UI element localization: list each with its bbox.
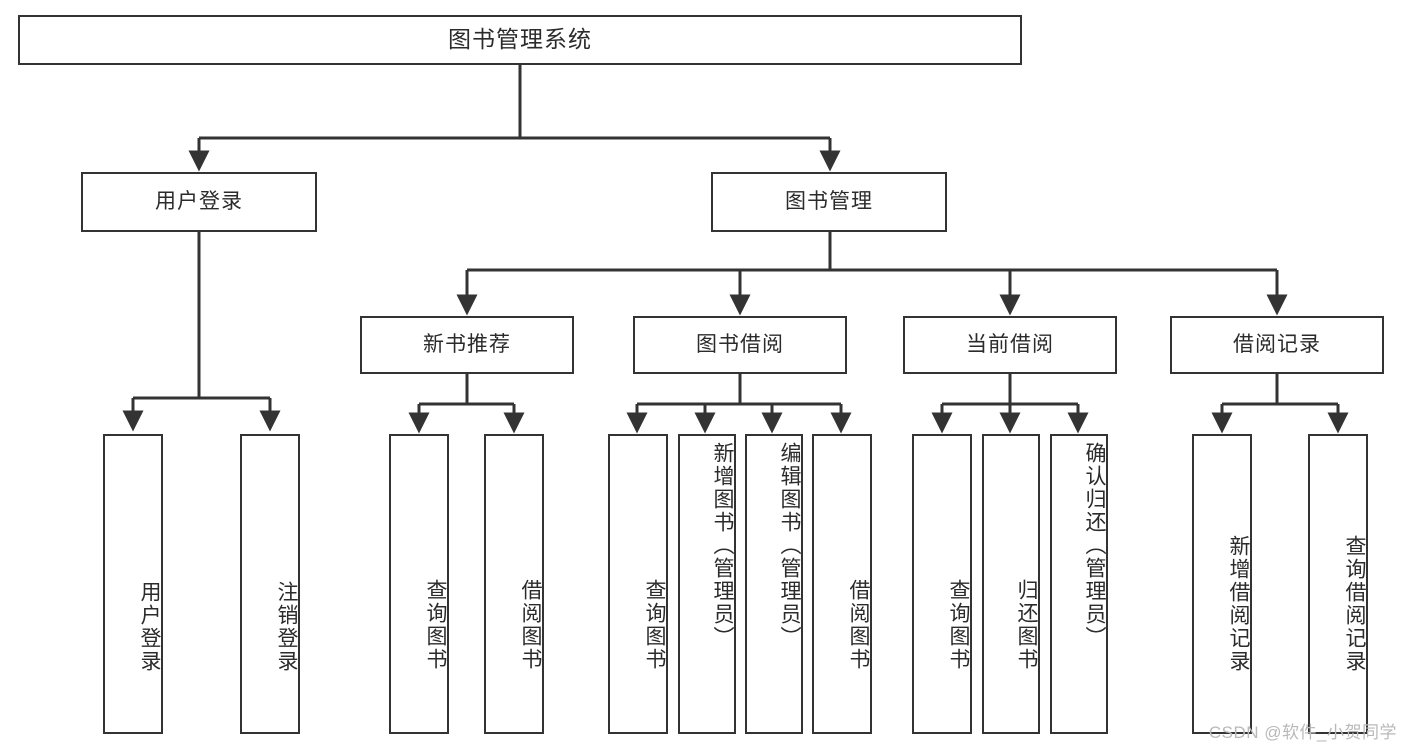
node-user-login[interactable]: 用户登录 [81, 172, 317, 232]
node-current-borrow[interactable]: 当前借阅 [903, 316, 1117, 374]
node-label: 新增借阅记录 [1227, 535, 1250, 673]
leaf-borrow-book-recommend[interactable]: 借阅图书 [484, 434, 544, 734]
node-book-management[interactable]: 图书管理 [711, 172, 947, 232]
leaf-query-book-recommend[interactable]: 查询图书 [389, 434, 449, 734]
leaf-query-book-current[interactable]: 查询图书 [912, 434, 972, 734]
leaf-borrow-book-borrow[interactable]: 借阅图书 [812, 434, 872, 734]
leaf-return-book[interactable]: 归还图书 [982, 434, 1040, 734]
watermark-text: CSDN @软件_小贺同学 [1208, 723, 1397, 742]
node-label: 借阅记录 [1233, 333, 1321, 357]
node-label: 新增图书（管理员） [711, 442, 734, 649]
node-borrow-record[interactable]: 借阅记录 [1170, 316, 1384, 374]
node-label: 注销登录 [275, 580, 298, 673]
node-label: 查询图书 [424, 579, 447, 671]
leaf-user-login[interactable]: 用户登录 [103, 434, 163, 734]
leaf-logout-login[interactable]: 注销登录 [240, 434, 300, 734]
node-label: 借阅图书 [519, 579, 542, 671]
node-label: 查询图书 [643, 579, 666, 671]
node-label: 当前借阅 [966, 333, 1054, 357]
node-label: 图书管理 [785, 190, 873, 214]
leaf-add-book-admin[interactable]: 新增图书（管理员） [678, 434, 736, 734]
leaf-query-borrow-record[interactable]: 查询借阅记录 [1308, 434, 1368, 734]
node-label: 新书推荐 [423, 333, 511, 357]
leaf-edit-book-admin[interactable]: 编辑图书（管理员） [745, 434, 803, 734]
node-book-borrow[interactable]: 图书借阅 [633, 316, 847, 374]
node-new-book-recommend[interactable]: 新书推荐 [360, 316, 574, 374]
node-label: 用户登录 [155, 190, 243, 214]
node-label: 查询借阅记录 [1343, 535, 1366, 673]
node-label: 用户登录 [138, 580, 161, 673]
node-label: 图书管理系统 [448, 26, 592, 53]
node-label: 编辑图书（管理员） [778, 442, 801, 649]
leaf-confirm-return-admin[interactable]: 确认归还（管理员） [1050, 434, 1108, 734]
node-label: 确认归还（管理员） [1083, 442, 1106, 649]
node-label: 归还图书 [1015, 579, 1038, 671]
leaf-add-borrow-record[interactable]: 新增借阅记录 [1192, 434, 1252, 734]
node-label: 图书借阅 [696, 333, 784, 357]
node-label: 查询图书 [947, 579, 970, 671]
node-label: 借阅图书 [847, 579, 870, 671]
leaf-query-book-borrow[interactable]: 查询图书 [608, 434, 668, 734]
node-root-book-management-system[interactable]: 图书管理系统 [18, 15, 1022, 65]
